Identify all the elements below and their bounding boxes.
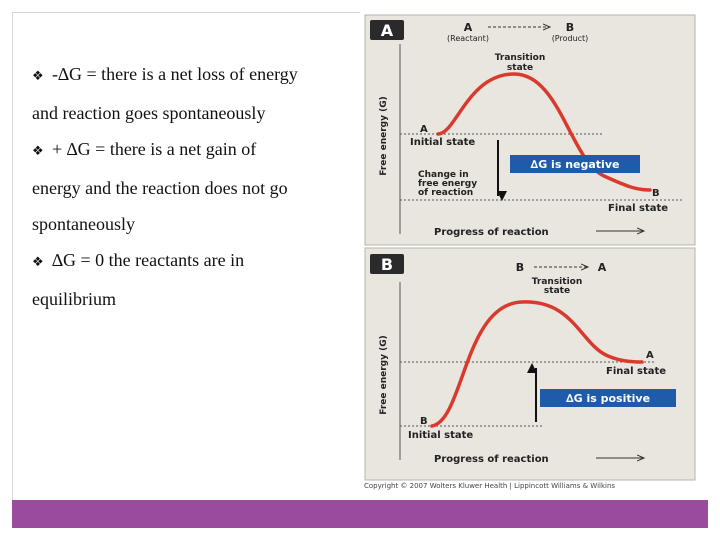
- bullet-2-cont-1: energy and the reaction does not go: [32, 178, 288, 198]
- diamond-bullet-icon: ❖: [32, 255, 44, 270]
- panel-a-transition-line-1: Transition: [495, 53, 546, 63]
- bullet-3-cont: equilibrium: [32, 289, 116, 309]
- bullet-1: ❖ -∆G = there is a net loss of energy: [32, 56, 352, 95]
- panel-a-reactant-label: (Reactant): [447, 34, 489, 43]
- panel-a-product-letter: B: [566, 21, 574, 34]
- panel-b-delta-g-label: ∆G is positive: [566, 392, 650, 405]
- bullet-1-cont: and reaction goes spontaneously: [32, 103, 266, 123]
- bullet-1-line-1: -∆G = there is a net loss of energy: [52, 64, 298, 84]
- panel-b-label: B: [381, 255, 393, 274]
- panel-b-initial-letter: B: [420, 416, 428, 427]
- panel-b-product-letter: A: [598, 261, 607, 274]
- bullet-3: ❖ ∆G = 0 the reactants are in: [32, 242, 352, 281]
- panel-b-delta-g-box: [540, 389, 676, 407]
- panel-a-x-axis-label: Progress of reaction: [434, 227, 549, 238]
- panel-a-label: A: [381, 21, 394, 40]
- panel-b-x-axis-label: Progress of reaction: [434, 454, 549, 465]
- bullet-3-line-1: ∆G = 0 the reactants are in: [52, 250, 245, 270]
- panel-b-final-state-label: Final state: [606, 366, 666, 377]
- slide-frame-top: [12, 12, 360, 13]
- panel-a-initial-state-label: Initial state: [410, 137, 475, 148]
- panel-b-final-letter: A: [646, 350, 654, 361]
- bullet-2-cont-2: spontaneously: [32, 214, 135, 234]
- panel-a-product-label: (Product): [552, 34, 589, 43]
- panel-a-initial-letter: A: [420, 124, 428, 135]
- copyright-notice: Copyright © 2007 Wolters Kluwer Health |…: [364, 482, 616, 490]
- panel-a-background: [364, 14, 696, 246]
- panel-b-badge: [370, 254, 404, 274]
- bullet-list: ❖ -∆G = there is a net loss of energy and…: [32, 56, 352, 317]
- slide-frame-left: [12, 12, 13, 500]
- panel-b-reactant-letter: B: [516, 261, 524, 274]
- panel-b-energy-curve: [430, 300, 644, 428]
- panel-b-transition-line-2: state: [544, 286, 570, 296]
- bullet-2: ❖ + ∆G = there is a net gain of: [32, 131, 352, 170]
- panel-a-final-state-label: Final state: [608, 203, 668, 214]
- panel-b: B B A Transition state Free energy (G) A…: [364, 247, 696, 481]
- panel-a-transition-line-2: state: [507, 63, 533, 73]
- panel-b-y-axis-label: Free energy (G): [379, 335, 389, 414]
- panel-a-energy-curve: [436, 72, 652, 192]
- panel-a: A A (Reactant) B (Product) Transition st…: [364, 14, 696, 246]
- panel-a-change-line-2: free energy: [418, 179, 477, 189]
- panel-a-delta-g-box: [510, 155, 640, 173]
- free-energy-diagram: A A (Reactant) B (Product) Transition st…: [364, 14, 696, 481]
- panel-b-transition-line-1: Transition: [532, 277, 583, 287]
- bullet-2-line-1: + ∆G = there is a net gain of: [52, 139, 257, 159]
- panel-a-y-axis-label: Free energy (G): [379, 96, 389, 175]
- panel-b-initial-state-label: Initial state: [408, 430, 473, 441]
- panel-a-badge: [370, 20, 404, 40]
- panel-a-change-line-1: Change in: [418, 170, 469, 180]
- panel-a-delta-g-label: ∆G is negative: [531, 158, 620, 171]
- diamond-bullet-icon: ❖: [32, 144, 44, 159]
- footer-bar: [12, 500, 708, 528]
- diamond-bullet-icon: ❖: [32, 69, 44, 84]
- panel-b-background: [364, 247, 696, 481]
- panel-a-final-letter: B: [652, 188, 660, 199]
- panel-a-change-line-3: of reaction: [418, 188, 473, 198]
- panel-a-reactant-letter: A: [464, 21, 473, 34]
